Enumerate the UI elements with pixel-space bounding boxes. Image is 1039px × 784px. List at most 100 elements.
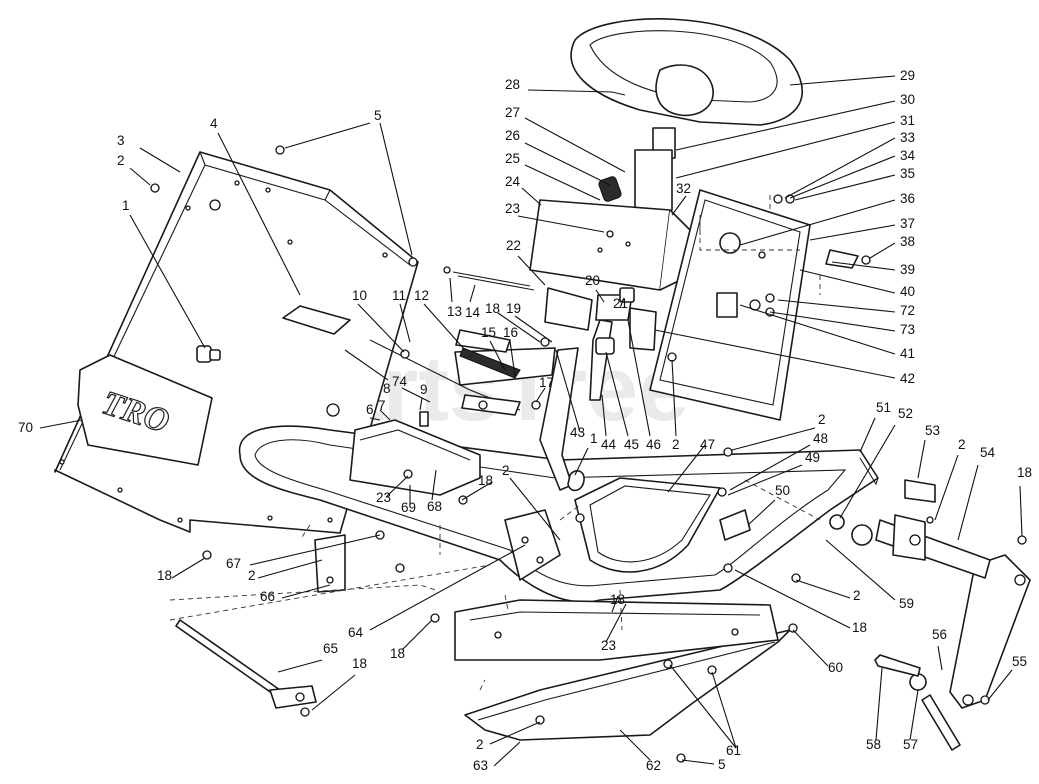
leader-line-40 [799,269,896,294]
leader-line-26 [524,142,611,186]
callout-35: 35 [900,166,915,181]
leader-line-65 [277,659,323,673]
callout-31: 31 [900,113,915,128]
leader-line-35 [794,174,896,201]
leader-line-2 [489,721,541,745]
callout-67: 67 [226,556,241,571]
leader-line-38 [869,242,896,259]
callout-23: 23 [601,638,616,653]
callout-63: 63 [473,758,488,773]
leader-line-14 [469,284,476,303]
washer-52 [829,514,873,546]
callout-47: 47 [700,437,715,452]
callout-18: 18 [852,620,867,635]
leader-line-18 [311,674,356,711]
floor-plate [464,629,791,741]
callout-72: 72 [900,303,915,318]
callout-2: 2 [672,437,680,452]
callout-2: 2 [502,463,510,478]
callout-55: 55 [1012,654,1027,669]
leader-line-63 [493,741,521,767]
callout-36: 36 [900,191,915,206]
leader-line-48 [729,444,811,491]
callout-42: 42 [900,371,915,386]
leader-line-44 [601,394,607,437]
callout-24: 24 [505,174,521,189]
leader-line-70 [39,419,83,429]
leader-line-66 [281,584,331,599]
brake-bracket-39 [825,249,871,269]
leader-line-8 [344,349,389,381]
leader-line-13 [449,277,453,303]
leader-line-12 [423,303,466,351]
leader-line-39 [831,261,896,271]
leader-line-10 [357,303,405,353]
leader-line-2 [731,427,816,451]
leader-line-1 [574,447,589,476]
leader-line-23 [605,603,627,643]
callout-64: 64 [348,625,364,640]
leader-line-30 [675,100,896,151]
leader-line-46 [627,319,651,437]
callout-15: 15 [481,325,496,340]
callout-54: 54 [980,445,996,460]
subframe [454,599,779,661]
bracket-50 [719,509,751,541]
leader-line-17 [535,387,546,403]
leader-line-16 [509,340,516,377]
callout-13: 13 [447,304,462,319]
callout-1: 1 [590,431,598,446]
leader-line-47 [667,444,706,493]
callout-10: 10 [352,288,367,303]
shaft-54 [875,514,991,579]
callout-65: 65 [323,641,338,656]
callout-5: 5 [718,757,726,772]
leader-line-2 [129,167,151,186]
leader-line-23 [517,215,605,233]
callout-27: 27 [505,105,520,120]
nameplate [77,354,213,466]
leader-line-18 [461,481,493,501]
leader-line-2 [671,359,677,437]
leader-line-18 [171,557,206,579]
leader-line-60 [792,629,829,667]
callout-2: 2 [476,737,484,752]
callout-46: 46 [646,437,661,452]
callout-60: 60 [828,660,843,675]
callout-26: 26 [505,128,520,143]
firewall-panel [649,189,811,421]
leader-line-68 [431,469,437,501]
dash-pad [282,305,351,335]
leader-line-18 [1019,485,1023,537]
leader-line-6 [369,417,381,421]
callout-23: 23 [505,201,520,216]
callout-68: 68 [427,499,442,514]
leader-line-18 [734,569,851,629]
leader-line-53 [917,439,926,479]
callout-4: 4 [210,116,218,131]
leader-line-34 [789,155,896,199]
callout-6: 6 [366,402,374,417]
callout-18: 18 [390,646,405,661]
leader-line-51 [859,417,876,453]
callout-1: 1 [122,198,130,213]
callout-52: 52 [898,406,913,421]
callout-2: 2 [958,437,966,452]
callout-20: 20 [585,273,600,288]
callout-18: 18 [478,473,493,488]
leader-line-5 [681,759,715,765]
leader-line-2 [257,559,323,579]
leader-line-58 [875,667,883,741]
brake-arm [949,554,1031,709]
leader-line-50 [747,499,776,526]
mount-plate-64 [504,509,561,581]
leader-line-28 [527,89,613,93]
callout-11: 11 [392,288,406,303]
callout-5: 5 [374,108,382,123]
callout-74: 74 [392,374,408,389]
leader-line-18 [497,312,541,343]
callout-18: 18 [485,301,500,316]
bracket-66 [314,534,346,593]
